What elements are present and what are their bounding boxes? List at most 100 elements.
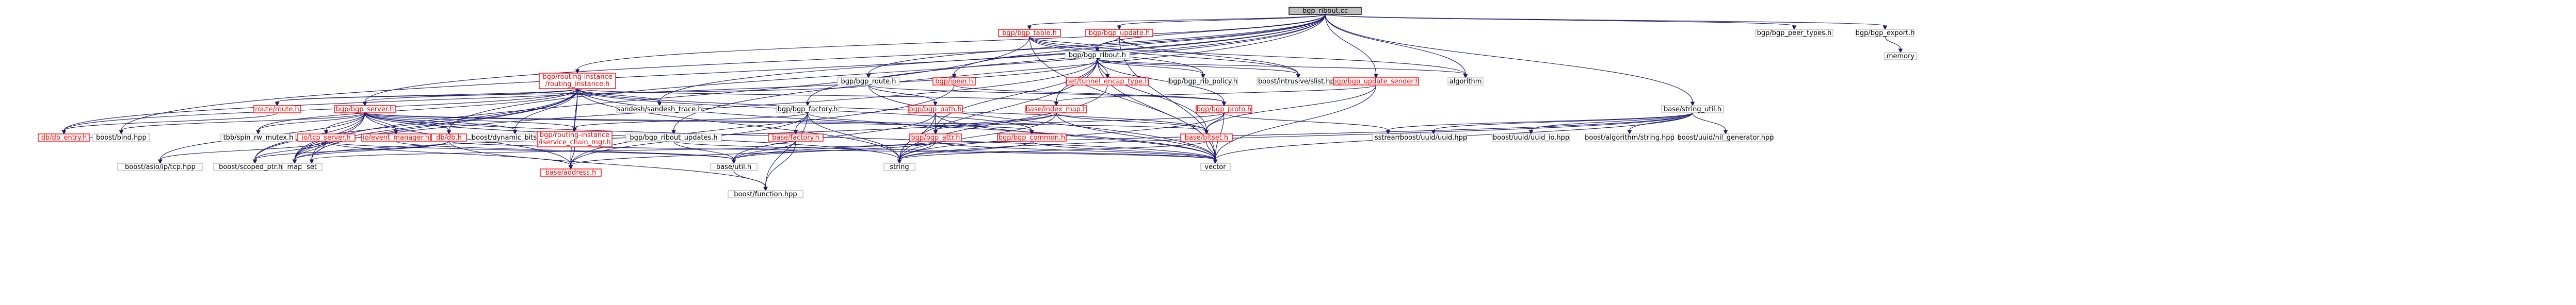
- node-label-dynamic-bitset-hpp: boost/dynamic_bitset.hpp: [472, 134, 558, 142]
- node-label-base-factory-h: base/factory.h: [772, 134, 819, 142]
- node-algorithm-string-hpp: boost/algorithm/string.hpp: [1585, 133, 1675, 142]
- node-bgp-proto-h[interactable]: bgp/bgp_proto.h: [1196, 105, 1252, 113]
- node-label-bgp-server-h: bgp/bgp_server.h: [336, 106, 394, 113]
- node-label-db-db-h: db/db.h: [436, 134, 462, 142]
- node-tcp-server-h[interactable]: io/tcp_server.h: [297, 133, 356, 142]
- node-label-bgp-path-h: bgp/bgp_path.h: [909, 106, 961, 113]
- node-tunnel-encap-type-h[interactable]: net/tunnel_encap_type.h: [1066, 77, 1149, 86]
- node-label-service-chain-mgr-h: /iservice_chain_mgr.h: [538, 139, 610, 146]
- edge-bgp-export-h-to-memory: [1885, 36, 1903, 54]
- node-bgp-server-h[interactable]: bgp/bgp_server.h: [334, 105, 396, 113]
- node-label-vector: vector: [1204, 163, 1226, 171]
- node-base-bitset-h[interactable]: base/bitset.h: [1180, 133, 1233, 142]
- node-index-map-h[interactable]: base/index_map.h: [1025, 105, 1087, 113]
- node-bgp-rib-policy-h: bgp/bgp_rib_policy.h: [1168, 77, 1238, 86]
- node-label-algorithm: algorithm: [1450, 78, 1482, 86]
- node-label-set: set: [307, 163, 317, 171]
- node-algorithm: algorithm: [1447, 77, 1484, 86]
- node-label-db-entry-h: db/db_entry.h: [41, 134, 87, 142]
- node-vector: vector: [1200, 163, 1231, 171]
- node-label-bgp-peer-types-h: bgp/bgp_peer_types.h: [1757, 29, 1832, 37]
- edge-base-factory-h-to-boost-function-hpp: [763, 141, 796, 192]
- edge-bgp-ribout-cc-to-bgp-peer-types-h: [1325, 14, 1797, 30]
- edge-bgp-route-h-to-route-h: [275, 84, 869, 107]
- node-label-uuid-io-hpp: boost/uuid/uuid_io.hpp: [1493, 134, 1569, 142]
- node-label-uuid-hpp: boost/uuid/uuid.hpp: [1400, 134, 1467, 142]
- edge-bgp-ribout-h-to-bgp-rib-policy-h: [1097, 58, 1205, 79]
- node-bgp-update-sender-h[interactable]: bgp/bgp_update_sender.h: [1332, 77, 1420, 86]
- edge-base-util-h-to-boost-function-hpp: [733, 170, 768, 192]
- node-tbb-spin-rw-mutex-h: tbb/spin_rw_mutex.h: [220, 133, 296, 142]
- node-base-address-h[interactable]: base/address.h: [540, 168, 602, 177]
- edge-routing-instance-h-to-bgp-server-h: [362, 88, 578, 107]
- node-string: string: [883, 163, 915, 171]
- node-label-bgp-ribout-cc: bgp_ribout.cc: [1302, 7, 1348, 15]
- node-bgp-ribout-cc[interactable]: bgp_ribout.cc: [1289, 7, 1362, 15]
- node-label-bgp-export-h: bgp/bgp_export.h: [1856, 29, 1915, 37]
- node-label-nil-generator-hpp: boost/uuid/nil_generator.hpp: [1678, 134, 1774, 142]
- node-label-asio-ip-tcp-hpp: boost/asio/ip/tcp.hpp: [125, 163, 196, 171]
- node-bgp-peer-h[interactable]: bgp/ipeer.h: [932, 77, 976, 86]
- node-label-algorithm-string-hpp: boost/algorithm/string.hpp: [1585, 134, 1675, 142]
- node-bgp-path-h[interactable]: bgp/bgp_path.h: [908, 105, 963, 113]
- edge-bgp-ribout-cc-to-bgp-update-sender-h: [1325, 14, 1378, 79]
- node-label-bgp-ribout-h: bgp/bgp_ribout.h: [1069, 52, 1126, 59]
- node-bgp-attr-h[interactable]: bgp/bgp_attr.h: [909, 133, 962, 142]
- edge-bgp-route-h-to-bgp-path-h: [868, 84, 938, 107]
- node-label-base-address-h: base/address.h: [545, 169, 597, 177]
- node-base-factory-h[interactable]: base/factory.h: [768, 133, 824, 142]
- node-bgp-table-h[interactable]: bgp/bgp_table.h: [998, 29, 1061, 37]
- node-bgp-route-h: bgp/bgp_route.h: [837, 77, 900, 86]
- node-label-bgp-attr-h: bgp/bgp_attr.h: [911, 134, 960, 142]
- node-db-db-h[interactable]: db/db.h: [431, 133, 467, 142]
- node-bgp-factory-h: bgp/bgp_factory.h: [776, 105, 839, 113]
- node-scoped-ptr-hpp: boost/scoped_ptr.hpp: [213, 163, 297, 171]
- edge-routing-instance-h-to-index-map-h: [577, 88, 1059, 107]
- node-bgp-export-h: bgp/bgp_export.h: [1856, 29, 1915, 37]
- node-nil-generator-hpp: boost/uuid/nil_generator.hpp: [1678, 133, 1774, 142]
- node-label-memory: memory: [1887, 53, 1915, 60]
- edge-bgp-ribout-updates-h-to-vector: [673, 141, 1218, 164]
- node-sstream: sstream: [1372, 133, 1404, 142]
- edge-bgp-ribout-h-to-intrusive-slist-hpp: [1097, 58, 1301, 79]
- node-label-intrusive-slist-hpp: boost/intrusive/slist.hpp: [1258, 78, 1339, 86]
- edge-bgp-attr-h-to-set: [309, 141, 936, 164]
- node-event-manager-h[interactable]: io/event_manager.h: [361, 133, 431, 142]
- edge-bgp-ribout-cc-to-bgp-update-h: [1117, 14, 1326, 30]
- node-label-index-map-h: base/index_map.h: [1026, 106, 1087, 113]
- edge-db-db-h-to-scoped-ptr-hpp: [252, 141, 449, 164]
- node-label-routing-instance-h: /routing_instance.h: [545, 80, 610, 88]
- node-label-boost-function-hpp: boost/function.hpp: [734, 191, 797, 198]
- node-label-event-manager-h: io/event_manager.h: [363, 134, 429, 142]
- edge-tcp-server-h-to-base-util-h: [326, 141, 736, 164]
- node-label-base-util-h: base/util.h: [716, 163, 751, 171]
- node-label-route-h: route/route.h: [255, 106, 299, 113]
- dependency-nodes: bgp_ribout.cc bgp/bgp_table.h bgp/bgp_upda…: [38, 7, 1917, 198]
- edge-routing-instance-h-to-dynamic-bitset-hpp: [512, 88, 578, 135]
- node-routing-instance-h[interactable]: bgp/routing-instance/routing_instance.h: [539, 73, 616, 89]
- node-label-base-string-util-h: base/string_util.h: [1664, 106, 1721, 113]
- node-db-entry-h[interactable]: db/db_entry.h: [38, 133, 90, 142]
- node-service-chain-mgr-h[interactable]: bgp/routing-instance/iservice_chain_mgr.…: [537, 131, 613, 147]
- node-map: map: [282, 163, 307, 171]
- dependency-edges: [61, 14, 1903, 192]
- node-bgp-update-h[interactable]: bgp/bgp_update.h: [1085, 29, 1153, 37]
- edge-base-string-util-h-to-nil-generator-hpp: [1692, 112, 1728, 135]
- edge-bgp-update-sender-h-to-index-map-h: [1054, 84, 1377, 107]
- edge-bgp-ribout-cc-to-algorithm: [1325, 14, 1468, 79]
- node-uuid-hpp: boost/uuid/uuid.hpp: [1400, 133, 1467, 142]
- node-boost-bind-hpp: boost/bind.hpp: [92, 133, 150, 142]
- node-label-bgp-table-h: bgp/bgp_table.h: [1002, 29, 1057, 37]
- edge-bgp-factory-h-to-base-factory-h: [793, 112, 808, 135]
- node-label-boost-bind-hpp: boost/bind.hpp: [96, 134, 147, 142]
- node-route-h[interactable]: route/route.h: [253, 105, 301, 113]
- node-asio-ip-tcp-hpp: boost/asio/ip/tcp.hpp: [117, 163, 203, 171]
- node-label-sandesh-trace-h: sandesh/sandesh_trace.h: [617, 106, 702, 113]
- edge-bgp-server-h-to-boost-bind-hpp: [119, 112, 365, 135]
- node-label-bgp-ribout-updates-h: bgp/bgp_ribout_updates.h: [630, 134, 717, 142]
- edge-base-bitset-h-to-string: [897, 141, 1207, 164]
- edge-bgp-update-h-to-bgp-ribout-h: [1095, 36, 1120, 53]
- node-label-tcp-server-h: io/tcp_server.h: [301, 134, 350, 142]
- edge-bgp-proto-h-to-sstream: [1223, 112, 1391, 135]
- node-bgp-common-h[interactable]: bgp/bgp_common.h: [997, 133, 1067, 142]
